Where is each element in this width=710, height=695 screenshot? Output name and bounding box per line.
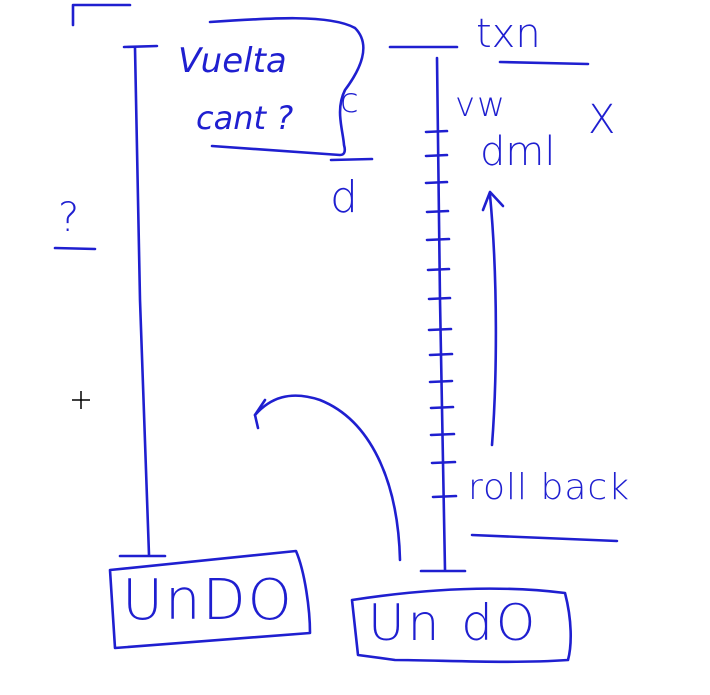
left-question-mark: ? — [58, 195, 80, 241]
undo-curve-arrow-head — [253, 398, 267, 430]
dml-label: dml — [480, 129, 556, 175]
vw-label: vw — [455, 85, 507, 125]
left-top-tick — [122, 44, 159, 49]
undo-curve-arrow — [253, 394, 402, 562]
undo-right-label: Un dO — [368, 594, 539, 652]
fraction-denominator: d — [330, 172, 358, 223]
undo-left-label: UnDO — [122, 568, 294, 633]
undo-right-box — [350, 587, 572, 664]
right-vertical-line — [435, 56, 447, 572]
x-mark: X — [588, 97, 616, 143]
corner-bracket — [71, 3, 132, 27]
left-vertical-line — [133, 46, 151, 557]
txn-underline — [498, 60, 590, 66]
rollback-label: roll back — [468, 467, 631, 508]
timeline-ticks — [424, 129, 458, 499]
rollback-arrow-shaft — [488, 193, 498, 447]
rollback-underline — [470, 533, 619, 543]
vuelta-label: Vuelta — [178, 41, 287, 81]
vuelta-bracket — [208, 16, 365, 157]
txn-label: txn — [476, 11, 541, 57]
cant-label: cant ? — [196, 99, 294, 137]
question-underline — [53, 246, 97, 251]
rollback-arrow-head — [481, 190, 505, 212]
fraction-numerator: c — [340, 81, 359, 121]
fraction-bar — [329, 157, 374, 162]
undo-left-box — [108, 549, 312, 650]
